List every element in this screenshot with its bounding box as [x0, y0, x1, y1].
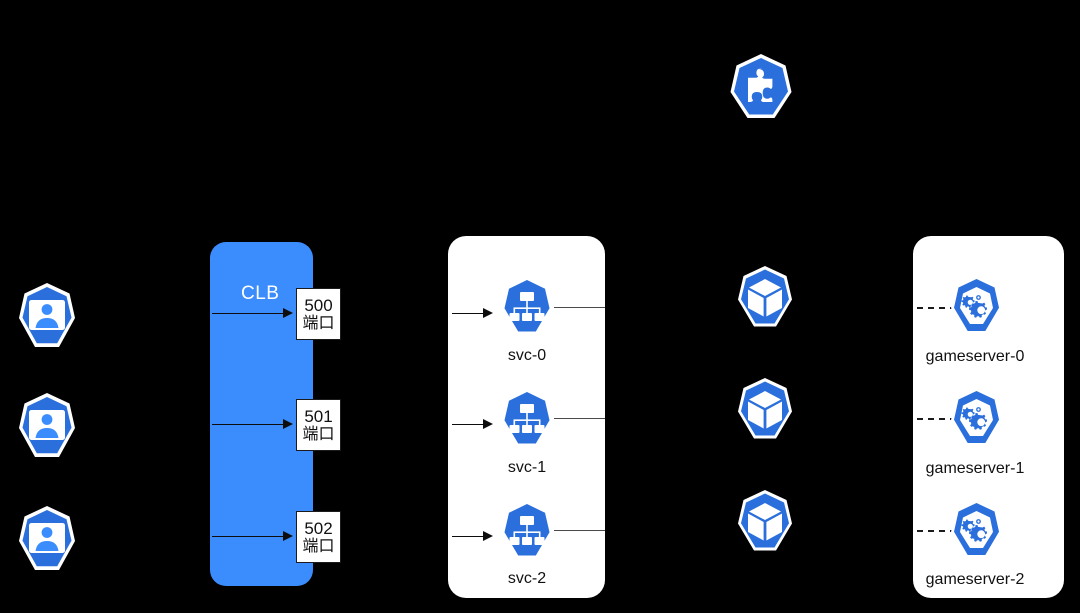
- k8s-service-icon: [499, 276, 555, 338]
- k8s-pod-icon: [735, 489, 795, 555]
- port-unit: 端口: [302, 537, 335, 555]
- k8s-service-icon: [499, 500, 555, 562]
- k8s-crd-icon: [948, 387, 1005, 450]
- svc-to-pod-line: [554, 530, 605, 531]
- k8s-pod-icon: [735, 265, 795, 331]
- port-to-svc-arrow-line: [452, 424, 484, 425]
- port-to-svc-arrow-line: [452, 536, 484, 537]
- port-number: 502: [304, 518, 333, 538]
- svc-label: svc-0: [507, 347, 547, 364]
- k8s-puzzle-icon: [727, 52, 795, 120]
- user-to-port-arrow-line: [212, 424, 284, 425]
- user-to-port-arrow-head: [283, 531, 293, 541]
- port-box: 502 端口: [296, 511, 341, 563]
- k8s-crd-icon: [948, 499, 1005, 562]
- gameserver-label: gameserver-1: [925, 460, 1025, 477]
- port-unit: 端口: [302, 425, 335, 443]
- port-to-svc-arrow-line: [452, 313, 484, 314]
- pod-to-gameserver-dashed-line: [917, 418, 956, 420]
- k8s-crd-icon: [948, 275, 1005, 338]
- user-to-port-arrow-head: [283, 419, 293, 429]
- port-number: 501: [304, 406, 333, 426]
- user-to-port-arrow-head: [283, 308, 293, 318]
- port-box: 501 端口: [296, 399, 341, 451]
- user-to-port-arrow-line: [212, 536, 284, 537]
- svc-label: svc-2: [507, 570, 547, 587]
- port-to-svc-arrow-head: [483, 531, 493, 541]
- svc-label: svc-1: [507, 459, 547, 476]
- port-to-svc-arrow-head: [483, 308, 493, 318]
- clb-label: CLB: [241, 283, 280, 304]
- gameserver-label: gameserver-0: [925, 348, 1025, 365]
- user-icon: [16, 392, 78, 462]
- user-icon: [16, 282, 78, 352]
- svc-to-pod-line: [554, 307, 605, 308]
- gameserver-label: gameserver-2: [925, 571, 1025, 588]
- svc-to-pod-line: [554, 418, 605, 419]
- port-unit: 端口: [302, 314, 335, 332]
- k8s-service-icon: [499, 388, 555, 450]
- user-icon: [16, 505, 78, 575]
- k8s-pod-icon: [735, 377, 795, 443]
- clb-block: [210, 242, 313, 586]
- port-to-svc-arrow-head: [483, 419, 493, 429]
- pod-to-gameserver-dashed-line: [917, 530, 956, 532]
- port-box: 500 端口: [296, 288, 341, 340]
- user-to-port-arrow-line: [212, 313, 284, 314]
- pod-to-gameserver-dashed-line: [917, 307, 956, 309]
- port-number: 500: [304, 295, 333, 315]
